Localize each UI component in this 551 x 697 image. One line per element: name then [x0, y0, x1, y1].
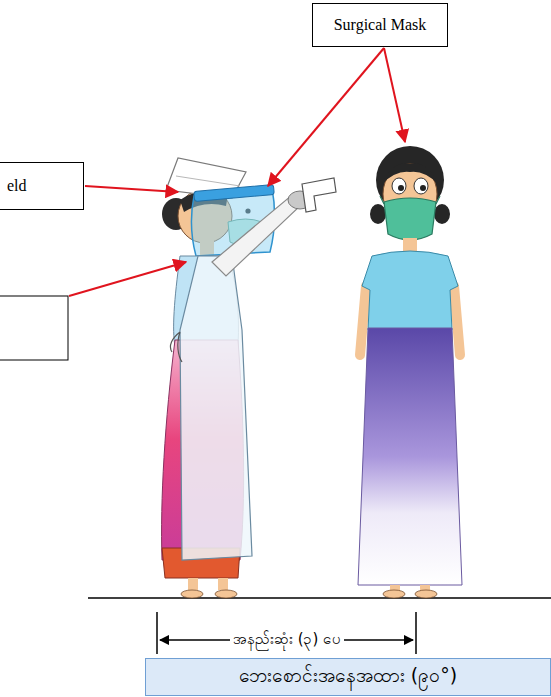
dimension	[157, 612, 416, 654]
leader-arrow	[268, 48, 384, 186]
leg	[188, 578, 198, 590]
apron	[180, 256, 252, 560]
thermometer	[302, 178, 336, 212]
eye	[392, 178, 406, 194]
empty-label-box	[0, 296, 68, 360]
woman-figure	[358, 146, 462, 598]
fringe	[382, 163, 438, 184]
caption-box: ဘေးစောင်းအနေအထား (၉၀°)	[145, 658, 551, 696]
ear-loop	[380, 196, 440, 204]
leg	[218, 578, 228, 590]
face-mask	[384, 198, 436, 240]
skirt	[358, 328, 462, 585]
shield-band	[194, 185, 275, 202]
dimension-label: အနည်းဆုံး (၃) ပေ	[230, 629, 344, 651]
dimension-tick	[156, 612, 158, 654]
nurse-figure	[162, 158, 336, 598]
foot	[383, 590, 405, 598]
pupil	[420, 185, 426, 191]
hair-side	[434, 204, 450, 224]
box-text: eld	[7, 177, 27, 195]
ground-line	[88, 597, 551, 599]
leader-arrows	[69, 48, 405, 296]
label-box: eld	[0, 162, 84, 210]
box-text: Surgical Mask	[334, 16, 427, 34]
arm	[212, 195, 300, 276]
leader-arrow	[384, 48, 405, 142]
blouse	[362, 251, 458, 330]
eye	[414, 178, 428, 194]
cap-fold	[176, 176, 240, 186]
leader-arrow	[85, 186, 178, 192]
foot	[181, 590, 203, 598]
label-box: Surgical Mask	[312, 3, 448, 47]
foot	[415, 590, 437, 598]
foot	[215, 590, 237, 598]
hair-side	[370, 204, 386, 224]
apron-tie	[170, 332, 182, 362]
box-text: ဘေးစောင်းအနေအထား (၉၀°)	[239, 663, 457, 691]
leader-arrow	[69, 262, 186, 296]
pupil	[398, 185, 404, 191]
dimension-tick	[415, 612, 417, 654]
